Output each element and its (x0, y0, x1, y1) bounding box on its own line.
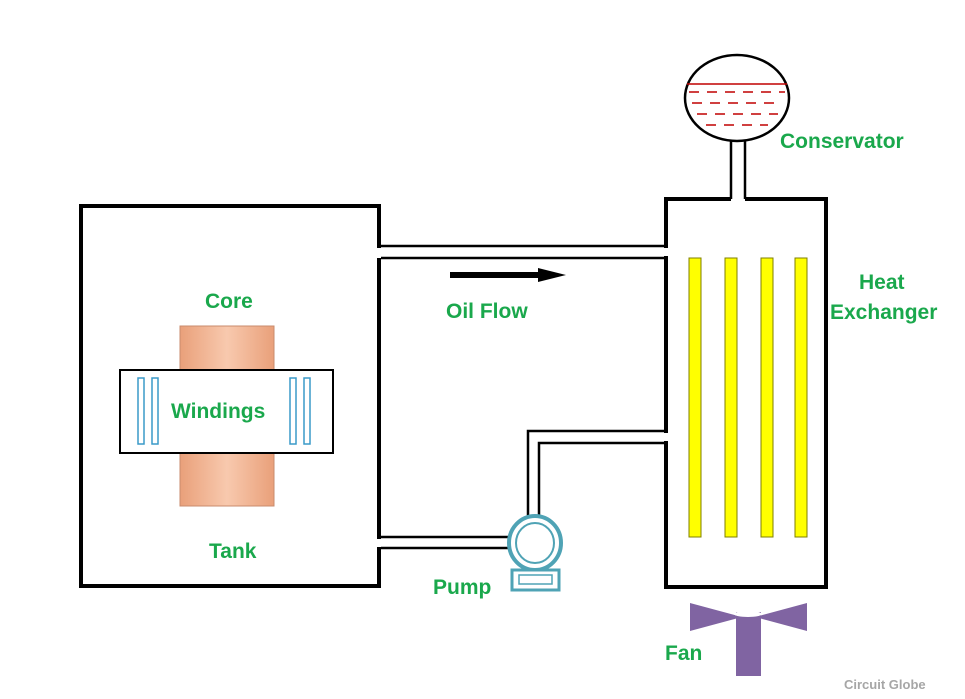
conservator-label: Conservator (780, 130, 904, 153)
oil-flow-arrow (450, 268, 566, 282)
core-label: Core (205, 290, 253, 313)
watermark: Circuit Globe (844, 677, 926, 692)
oil-flow-label: Oil Flow (446, 300, 528, 323)
tank-label: Tank (209, 540, 257, 563)
fan (690, 603, 807, 676)
pump (507, 514, 563, 592)
heat-exchanger-label-line2: Exchanger (830, 301, 938, 324)
heat-exchanger-tubes (688, 257, 808, 538)
windings (119, 369, 334, 454)
pump-label: Pump (433, 576, 492, 599)
conservator (683, 53, 791, 143)
conservator-pipe (729, 140, 747, 199)
fan-label: Fan (665, 642, 703, 665)
windings-label: Windings (171, 400, 266, 423)
heat-exchanger-label-line1: Heat (859, 271, 905, 294)
bottom-pipe (381, 535, 512, 550)
top-pipe (381, 244, 666, 260)
return-pipe (526, 429, 666, 517)
